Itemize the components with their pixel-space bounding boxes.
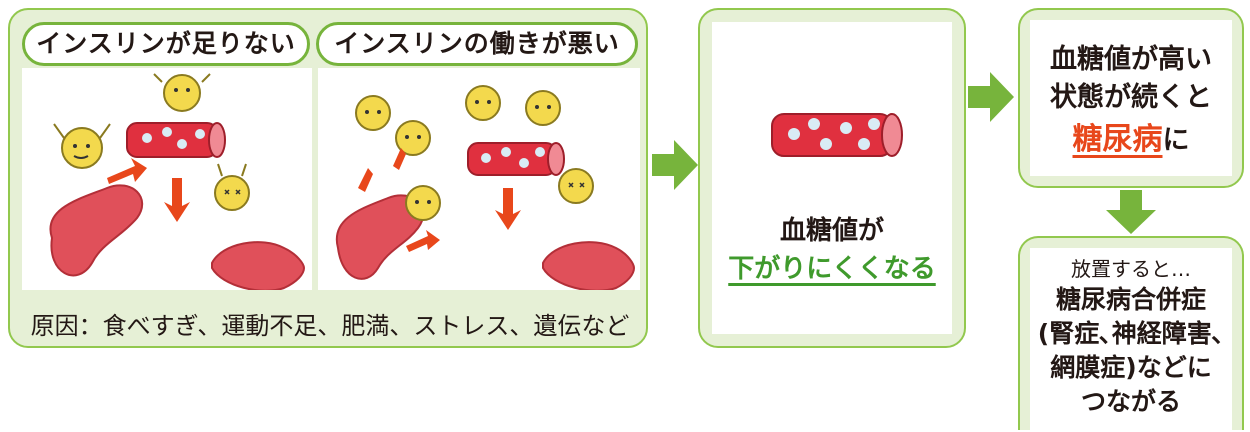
insulin-character-icon — [214, 163, 250, 211]
causes-text: 原因：食べすぎ、運動不足、肥満、ストレス、遺伝など — [30, 312, 630, 340]
muscle-icon — [211, 241, 306, 290]
result-line-1: 血糖値が — [779, 216, 884, 246]
blood-vessel-icon — [771, 113, 903, 157]
insulin-resistance-illustration — [335, 85, 636, 290]
complications-line-1: 放置すると… — [1071, 257, 1191, 281]
diabetes-line-1: 血糖値が高い — [1050, 44, 1212, 75]
insulin-character-icon — [355, 95, 391, 131]
arrow-icon — [358, 168, 373, 192]
blood-vessel-icon — [126, 122, 226, 158]
diabetes-line-2: 状態が続くと — [1050, 82, 1212, 113]
arrow-icon — [406, 230, 440, 252]
arrow-icon — [164, 178, 190, 222]
insulin-character-icon — [395, 120, 431, 156]
insulin-character-icon — [465, 85, 501, 121]
muscle-icon — [542, 241, 636, 290]
insulin-shortage-label: インスリンが足りない — [22, 22, 310, 66]
causes-panel: インスリンが足りない インスリンの働きが悪い — [8, 8, 648, 348]
flow-arrow-icon-down — [1106, 190, 1156, 234]
insulin-character-icon — [558, 168, 594, 204]
complications-line-5: つながる — [1080, 387, 1181, 416]
complications-line-3: (腎症､神経障害､ — [1037, 319, 1225, 348]
complications-inner: 放置すると… 糖尿病合併症 (腎症､神経障害､ 網膜症)などに つながる — [1030, 248, 1232, 432]
flow-arrow-icon — [968, 72, 1014, 122]
diabetes-suffix: に — [1162, 125, 1190, 156]
pancreas-icon — [335, 194, 425, 280]
insulin-character-icon — [405, 185, 441, 221]
insulin-character-icon — [53, 123, 111, 169]
complications-line-4: 網膜症)などに — [1050, 353, 1212, 382]
pancreas-icon — [49, 184, 144, 277]
insulin-character-icon — [525, 90, 561, 126]
diabetes-panel: 血糖値が高い 状態が続くと 糖尿病に — [1018, 8, 1244, 188]
arrow-icon — [495, 188, 521, 230]
insulin-character-icon — [153, 73, 211, 112]
arrow-icon — [393, 148, 406, 170]
diabetes-emphasis: 糖尿病 — [1072, 122, 1163, 157]
diabetes-inner: 血糖値が高い 状態が続くと 糖尿病に — [1030, 20, 1232, 176]
insulin-resistance-label: インスリンの働きが悪い — [316, 22, 638, 66]
complications-panel: 放置すると… 糖尿病合併症 (腎症､神経障害､ 網膜症)などに つながる — [1018, 236, 1244, 432]
arrow-icon — [107, 158, 147, 184]
result-panel: 血糖値が 下がりにくくなる — [698, 8, 966, 348]
insulin-shortage-illustration — [49, 73, 306, 290]
blood-vessel-icon — [467, 142, 565, 176]
complications-line-2: 糖尿病合併症 — [1055, 285, 1206, 314]
flow-arrow-icon — [652, 140, 698, 190]
result-line-2: 下がりにくくなる — [728, 254, 936, 284]
result-inner: 血糖値が 下がりにくくなる — [712, 22, 952, 334]
